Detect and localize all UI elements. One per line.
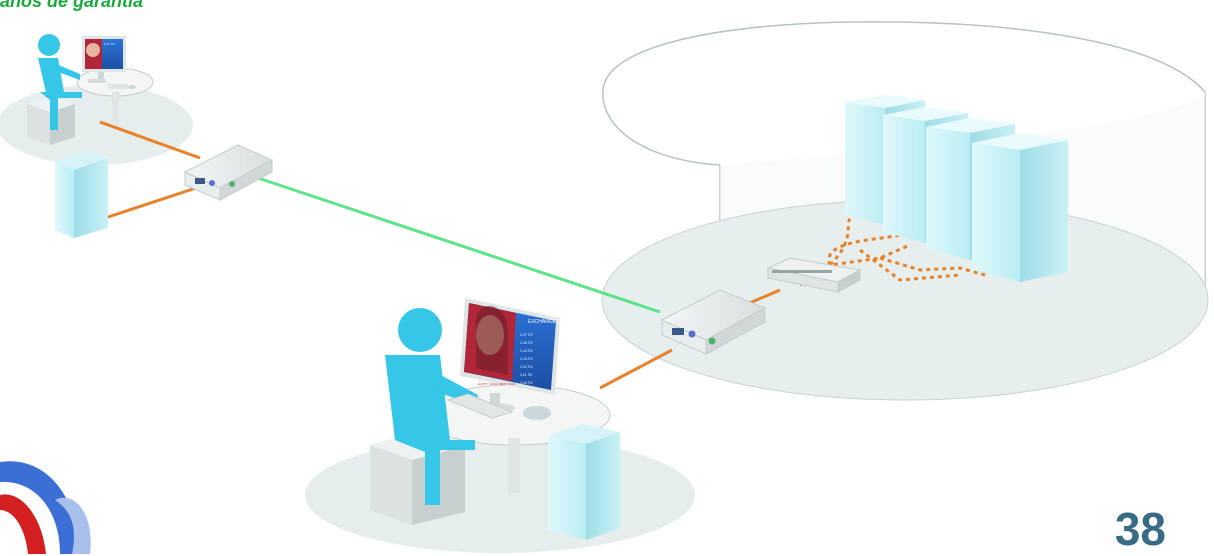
- large-rate-line: 1.10 TO: [520, 381, 533, 385]
- server-rack: [845, 95, 1068, 282]
- large-rate-line: 1.11 TO: [520, 373, 533, 377]
- company-logo: [0, 461, 91, 554]
- person-small-icon: [38, 34, 82, 130]
- large-rate-line: 1.12 TO: [520, 365, 533, 369]
- monitor-small: [82, 36, 126, 83]
- server-tower-4: [972, 133, 1068, 282]
- large-screen-heading: EXCHANGE RATES: [528, 319, 574, 325]
- slide-title: años de garantía: [0, 0, 144, 11]
- keyboard-large: [446, 393, 514, 419]
- pc-tower-large: [548, 424, 620, 540]
- page-number: 38: [1114, 503, 1166, 555]
- mouse-small: [128, 85, 136, 89]
- large-rate-line: 1.26 TO: [520, 341, 533, 345]
- keyboard-small: [108, 84, 128, 89]
- mouse-large: [523, 406, 551, 420]
- large-rate-line: 1.14 TO: [520, 349, 533, 353]
- large-rate-line: 1.13 TO: [520, 357, 533, 361]
- chair-small: [27, 96, 75, 145]
- kvm-switch: [766, 257, 862, 293]
- kvm-extender-local: [183, 144, 274, 201]
- small-rates-line: 1.27 TO: [104, 42, 115, 46]
- large-rate-line: 1.27 TO: [520, 333, 533, 337]
- kvm-extender-remote: [660, 289, 767, 355]
- workstation-floor-large: [305, 437, 695, 553]
- large-screen-ticker: HAPPY CHINA NEW YEAR: [478, 382, 516, 386]
- remote-extender-link: [257, 176, 661, 314]
- pc-tower-small: [55, 150, 108, 238]
- large-screen-rates: 1.27 TO 1.26 TO 1.14 TO 1.13 TO 1.12 TO …: [520, 333, 533, 385]
- monitor-large: [460, 298, 560, 413]
